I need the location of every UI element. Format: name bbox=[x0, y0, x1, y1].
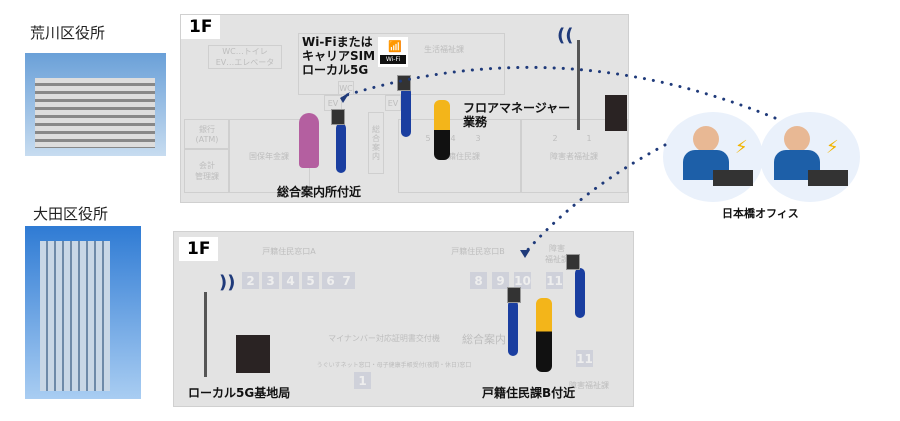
floor-label: 1F bbox=[179, 237, 219, 261]
counter-number: 5 bbox=[425, 133, 431, 143]
wifi-badge: Wi-Fi bbox=[380, 55, 406, 64]
floor-manager-label: フロアマネージャー 業務 bbox=[463, 101, 571, 129]
robot-screen-icon bbox=[331, 109, 345, 125]
ota-floor-plan: 1F 戸籍住民窓口A 戸籍住民窓口B 障害 福祉課 マイナンバー対応証明書交付機… bbox=[173, 231, 634, 407]
arrow-head bbox=[340, 92, 350, 103]
site-label-ota: 大田区役所 bbox=[33, 205, 109, 223]
room: 会計 管理課 bbox=[184, 149, 230, 193]
signal-waves-icon: (( bbox=[557, 25, 574, 46]
ota-building-photo bbox=[25, 226, 141, 399]
base-station-unit-icon bbox=[605, 95, 627, 131]
room: EV bbox=[385, 95, 401, 111]
counter-number: 8 bbox=[470, 272, 487, 289]
avatar-robot bbox=[401, 87, 411, 137]
avatar-robot bbox=[575, 268, 585, 318]
counter-number: 9 bbox=[492, 272, 509, 289]
office-label: 日本橋オフィス bbox=[722, 207, 799, 220]
location-label: 総合案内所付近 bbox=[277, 185, 362, 199]
room: 障害福祉課 bbox=[569, 380, 609, 390]
room: マイナンバー対応証明書交付機 bbox=[328, 333, 440, 343]
antenna-tripod-icon bbox=[577, 40, 580, 130]
avatar-robot bbox=[508, 300, 518, 356]
counter-number: 11 bbox=[576, 350, 593, 367]
room: 総合案内 bbox=[462, 333, 506, 346]
room: 総 合 案 内 bbox=[368, 112, 384, 174]
counter-number: 4 bbox=[450, 133, 456, 143]
robot-screen-icon bbox=[507, 287, 521, 303]
counter-number: 11 bbox=[546, 272, 563, 289]
counter-number: 1 bbox=[586, 133, 592, 143]
location-label: 戸籍住民課B付近 bbox=[482, 386, 576, 400]
base-station-unit-icon bbox=[236, 335, 270, 373]
robot-screen-icon bbox=[566, 254, 580, 270]
network-label: Wi-Fiまたは キャリアSIM ローカル5G bbox=[302, 35, 376, 77]
arakawa-floor-plan: 1F WC…トイレ EV…エレベータ 生活福祉課 銀行 (ATM) 会計 管理課… bbox=[180, 14, 629, 203]
site-label-arakawa: 荒川区役所 bbox=[30, 24, 106, 42]
counter-number: 3 bbox=[475, 133, 481, 143]
room: うぐいすネット窓口・母子健康手帳受付(夜間・休日)窓口 bbox=[316, 361, 472, 369]
room: 戸籍住民窓口B bbox=[451, 246, 505, 256]
room: 戸籍住民窓口A bbox=[262, 246, 316, 256]
arakawa-building-photo bbox=[25, 53, 166, 156]
connection-arakawa bbox=[345, 65, 777, 120]
counter-number: 2 bbox=[552, 133, 558, 143]
floor-label: 1F bbox=[181, 15, 221, 39]
floor-manager-person-icon bbox=[434, 100, 450, 160]
signal-waves-icon: )) bbox=[219, 272, 236, 293]
counter-number: 5 bbox=[302, 272, 319, 289]
connection-ota bbox=[523, 143, 667, 255]
counter-number: 6 bbox=[322, 272, 339, 289]
arrow-head bbox=[520, 250, 530, 258]
lightning-icon: ⚡ bbox=[826, 137, 839, 158]
robot-screen-icon bbox=[397, 75, 411, 91]
counter-number: 2 bbox=[242, 272, 259, 289]
operator-illustration: ⚡ bbox=[663, 112, 763, 202]
counter-number: 7 bbox=[338, 272, 355, 289]
counter-number: 1 bbox=[354, 372, 371, 389]
wifi-router-icon: 📶 Wi-Fi bbox=[378, 37, 408, 67]
room: 戸籍住民課 bbox=[398, 119, 522, 193]
avatar-robot bbox=[336, 123, 346, 173]
room: 障害 福祉課 bbox=[545, 244, 569, 264]
counter-number: 3 bbox=[262, 272, 279, 289]
lightning-icon: ⚡ bbox=[735, 137, 748, 158]
counter-number: 10 bbox=[514, 272, 531, 289]
counter-number: 4 bbox=[282, 272, 299, 289]
floor-manager-person-icon bbox=[536, 298, 552, 372]
room: 障害者福祉課 bbox=[520, 119, 628, 193]
room-legend: WC…トイレ EV…エレベータ bbox=[208, 45, 282, 69]
base-station-label: ローカル5G基地局 bbox=[188, 386, 291, 400]
antenna-tripod-icon bbox=[204, 292, 207, 377]
operator-illustration: ⚡ bbox=[760, 112, 860, 202]
room: 銀行 (ATM) bbox=[184, 119, 230, 149]
visitor-person-icon bbox=[299, 113, 319, 168]
